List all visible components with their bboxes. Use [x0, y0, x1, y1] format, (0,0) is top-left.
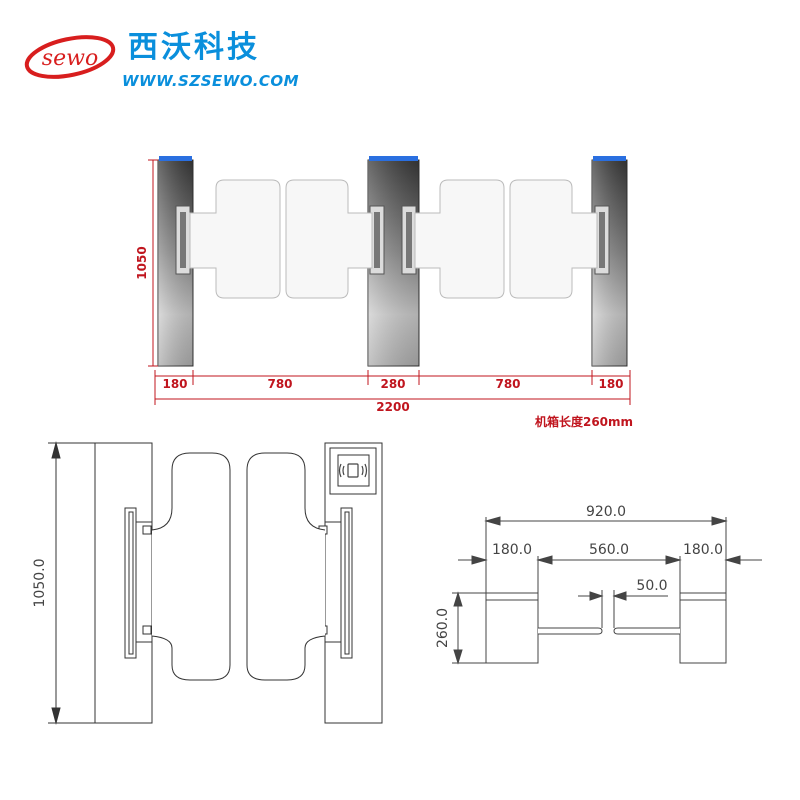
total-width-label: 2200: [376, 400, 409, 414]
front-width-dimensions: [154, 370, 631, 405]
left-cabinet: [157, 156, 194, 367]
glass-wing: [285, 179, 373, 299]
middle-cabinet: [367, 156, 420, 367]
segment-label: 780: [267, 377, 292, 391]
segment-label: 280: [380, 377, 405, 391]
brand-name: 西沃科技: [128, 30, 260, 65]
top-total-label: 920.0: [586, 504, 626, 520]
top-gap-label: 50.0: [636, 578, 667, 594]
wing-panel-right: [246, 452, 326, 681]
segment-label: 180: [598, 377, 623, 391]
top-middle-label: 560.0: [589, 542, 629, 558]
wing-panel-left: [151, 452, 231, 681]
side-view: [48, 441, 383, 725]
glass-wings: [189, 179, 598, 299]
top-right-label: 180.0: [683, 542, 723, 558]
led-strip: [369, 156, 418, 161]
side-height-label: 1050.0: [32, 559, 48, 608]
led-strip: [593, 156, 626, 161]
sewo-logo-icon: sewo: [24, 35, 116, 79]
segment-label: 780: [495, 377, 520, 391]
right-cabinet: [591, 156, 628, 367]
front-view: 1050 180 780 280 780 180 2200 机箱长度260mm: [135, 156, 633, 429]
front-height-label: 1050: [135, 246, 149, 279]
glass-wing: [414, 179, 505, 299]
top-depth-label: 260.0: [435, 608, 451, 648]
led-strip: [159, 156, 192, 161]
brand-url: WWW.SZSEWO.COM: [122, 72, 300, 90]
front-height-dimension: [148, 159, 158, 367]
top-view: [452, 516, 762, 665]
glass-wing: [189, 179, 281, 299]
glass-wing: [509, 179, 598, 299]
rfid-icon: [338, 463, 368, 478]
cabinet-length-note: 机箱长度260mm: [535, 414, 633, 429]
top-left-label: 180.0: [492, 542, 532, 558]
logo-text: sewo: [42, 46, 98, 71]
segment-label: 180: [162, 377, 187, 391]
